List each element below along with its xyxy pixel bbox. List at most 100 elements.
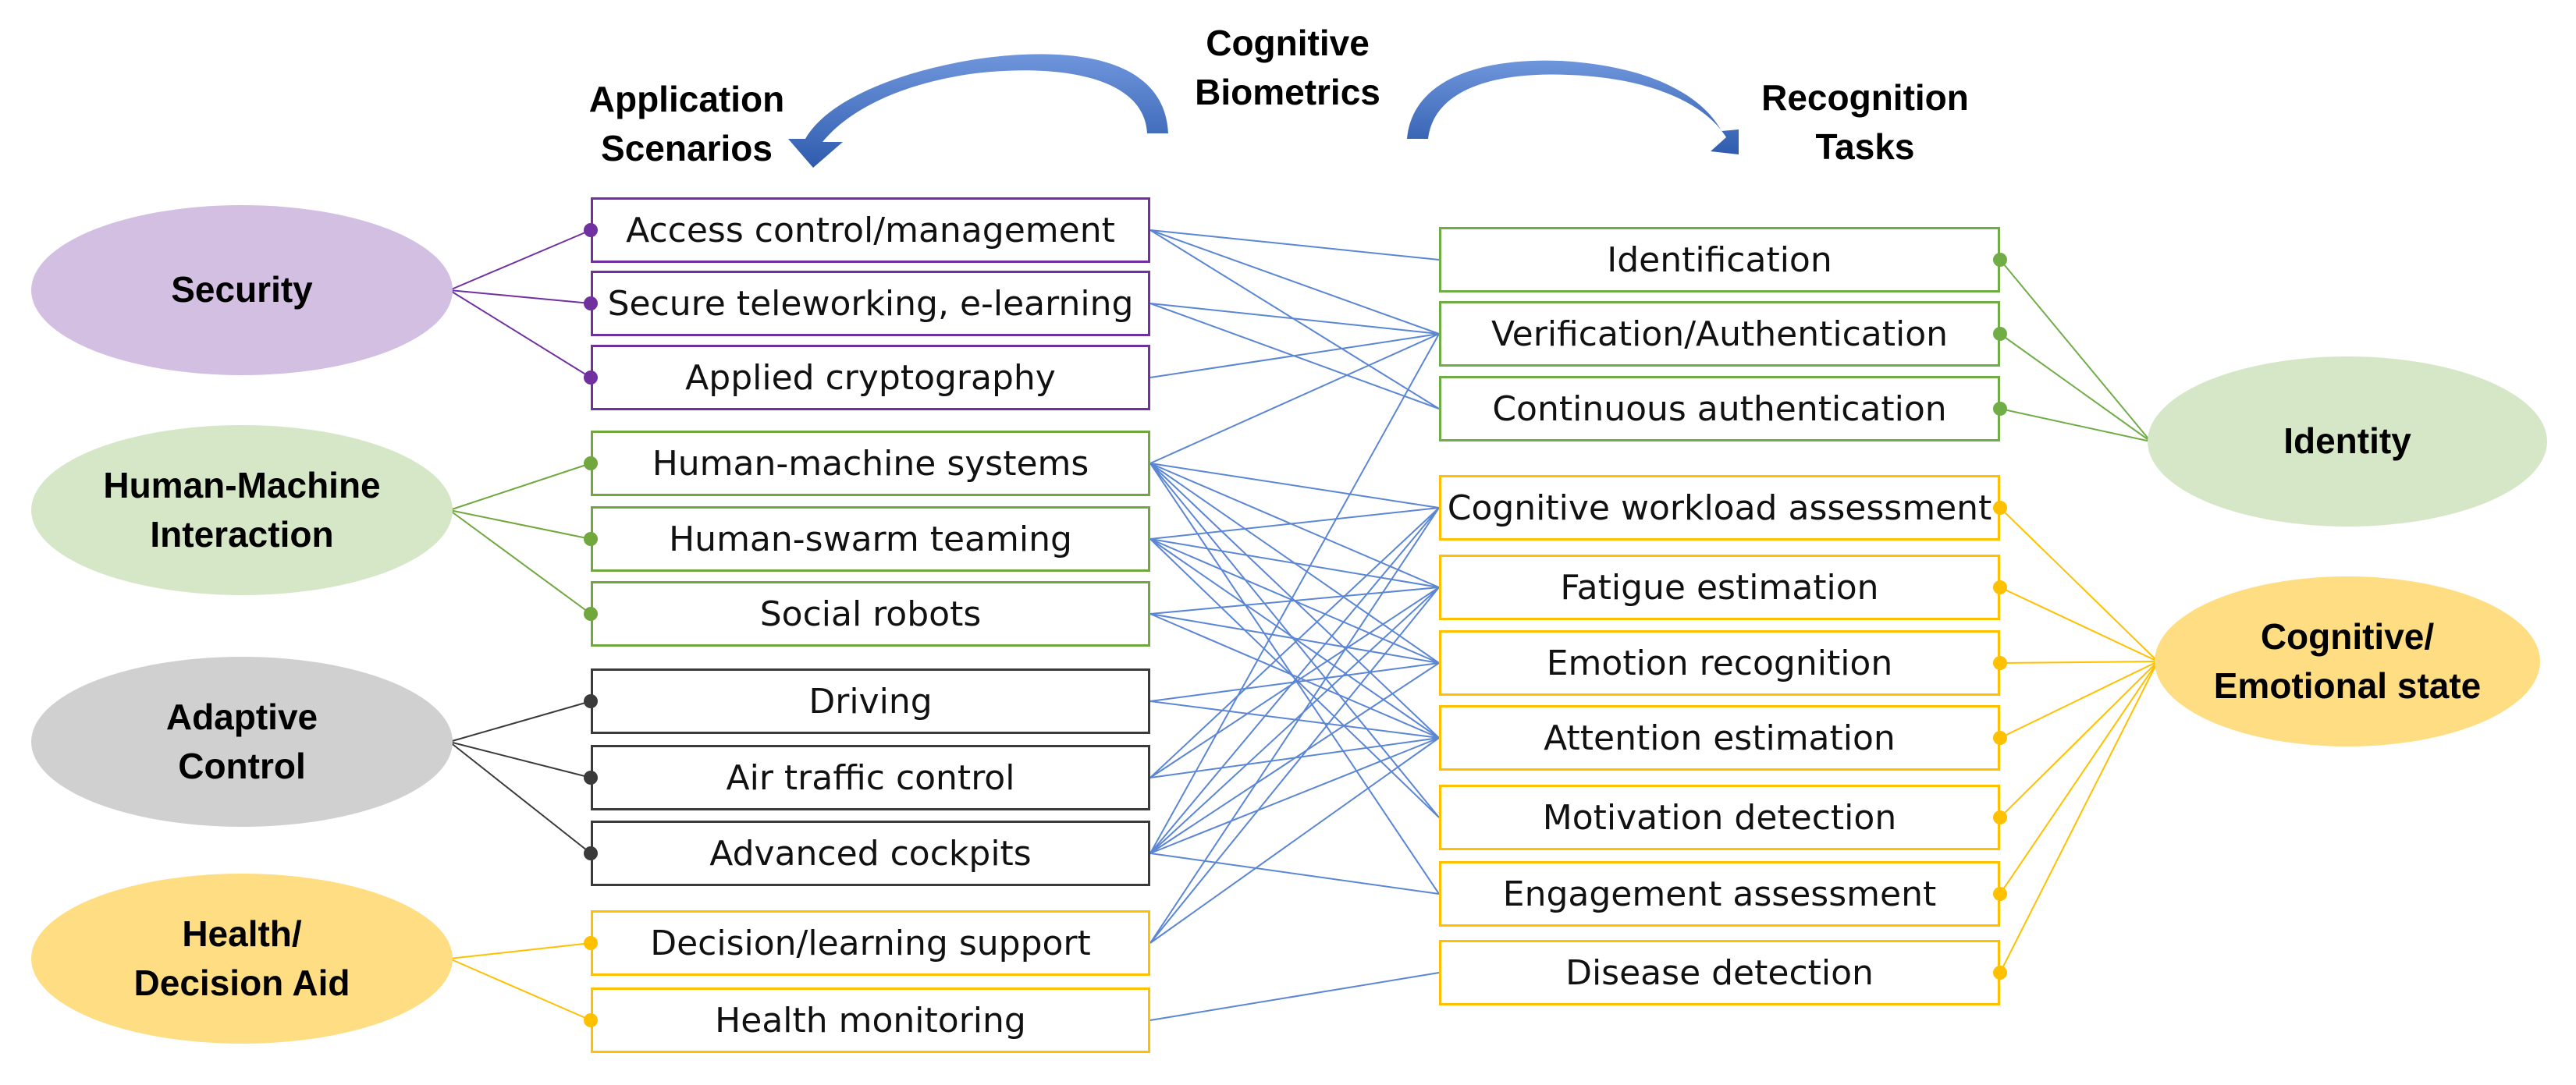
- scenario-dot: [584, 456, 598, 470]
- task-dot: [1993, 966, 2007, 980]
- category-ellipse-cognitive: Cognitive/Emotional state: [2155, 576, 2540, 746]
- category-link-line: [1999, 333, 2151, 442]
- link-line: [1149, 587, 1440, 944]
- category-ellipse-identity-line1: Identity: [2283, 420, 2411, 462]
- link-line: [1149, 303, 1440, 335]
- scenario-box-label: Advanced cockpits: [709, 833, 1032, 874]
- task-dot: [1993, 253, 2007, 267]
- left-heading-line1: Application: [588, 79, 785, 119]
- center-heading-line1: Cognitive: [1206, 23, 1370, 63]
- left-heading: Application Scenarios: [546, 75, 827, 174]
- scenario-dot: [584, 607, 598, 621]
- scenario-box: Human-machine systems: [591, 431, 1150, 496]
- category-link-line: [1999, 661, 2159, 973]
- scenario-dot: [584, 296, 598, 310]
- task-dot: [1993, 402, 2007, 416]
- task-box-label: Disease detection: [1565, 952, 1874, 993]
- link-line: [1149, 737, 1440, 854]
- category-ellipse-identity: Identity: [2148, 356, 2547, 527]
- task-box: Disease detection: [1439, 940, 2000, 1005]
- scenario-dot: [584, 532, 598, 546]
- scenario-box: Secure teleworking, e-learning: [591, 271, 1150, 336]
- link-line: [1149, 229, 1440, 335]
- task-box-label: Continuous authentication: [1492, 388, 1947, 429]
- category-link-line: [1999, 587, 2159, 662]
- link-line: [1149, 463, 1440, 588]
- link-line: [1149, 507, 1440, 540]
- right-heading-line1: Recognition: [1761, 77, 1969, 118]
- task-box: Emotion recognition: [1439, 630, 2000, 696]
- category-link-line: [1999, 507, 2159, 662]
- link-line: [1149, 662, 1440, 854]
- scenario-box-label: Driving: [808, 681, 933, 722]
- task-box: Identification: [1439, 227, 2000, 293]
- group-ellipse-health-line1: Health/: [182, 913, 302, 954]
- category-ellipse-cognitive-line1: Cognitive/: [2260, 615, 2435, 657]
- link-line: [1149, 613, 1440, 664]
- group-link-line: [449, 289, 592, 378]
- scenario-box: Health monitoring: [591, 987, 1150, 1053]
- link-line: [1149, 972, 1440, 1021]
- center-heading-line2: Biometrics: [1195, 72, 1380, 113]
- link-line: [1149, 463, 1440, 509]
- group-link-line: [449, 509, 592, 615]
- task-dot: [1993, 501, 2007, 515]
- scenario-box-label: Health monitoring: [715, 1000, 1026, 1041]
- right-heading-line2: Tasks: [1815, 126, 1915, 168]
- scenario-box: Applied cryptography: [591, 345, 1150, 410]
- group-ellipse-security-line1: Security: [171, 269, 313, 310]
- link-line: [1149, 737, 1440, 944]
- task-box-label: Motivation detection: [1542, 797, 1897, 838]
- group-link-line: [449, 741, 592, 778]
- scenario-dot: [584, 1013, 598, 1027]
- scenario-dot: [584, 771, 598, 785]
- category-link-line: [1999, 259, 2151, 442]
- link-line: [1149, 507, 1440, 778]
- task-dot: [1993, 580, 2007, 594]
- category-link-line: [1999, 661, 2159, 664]
- scenario-box-label: Social robots: [759, 594, 982, 634]
- group-link-line: [449, 700, 592, 743]
- scenario-box: Access control/management: [591, 197, 1150, 263]
- category-link-line: [1999, 661, 2159, 895]
- scenario-box: Human-swarm teaming: [591, 506, 1150, 572]
- task-box: Cognitive workload assessment: [1439, 475, 2000, 541]
- group-ellipse-hmi-line1: Human-Machine: [103, 464, 381, 505]
- scenario-box-label: Applied cryptography: [685, 357, 1056, 398]
- group-link-line: [449, 463, 592, 511]
- link-line: [1149, 229, 1440, 261]
- group-ellipse-adaptive-line1: Adaptive: [165, 696, 318, 737]
- link-line: [1149, 538, 1440, 818]
- category-ellipse-cognitive-line2: Emotional state: [2213, 665, 2482, 706]
- task-box: Verification/Authentication: [1439, 301, 2000, 367]
- link-lines: [449, 229, 2159, 1021]
- category-link-line: [1999, 661, 2159, 818]
- link-line: [1149, 333, 1440, 854]
- task-box: Engagement assessment: [1439, 861, 2000, 927]
- group-link-line: [449, 741, 592, 854]
- task-dot: [1993, 731, 2007, 745]
- task-box: Fatigue estimation: [1439, 555, 2000, 620]
- scenario-dot: [584, 846, 598, 860]
- link-line: [1149, 613, 1440, 739]
- scenario-dot: [584, 694, 598, 708]
- task-box: Motivation detection: [1439, 785, 2000, 850]
- task-dot: [1993, 656, 2007, 670]
- link-line: [1149, 333, 1440, 378]
- category-link-line: [1999, 408, 2151, 442]
- task-box-label: Attention estimation: [1544, 718, 1896, 758]
- center-heading: Cognitive Biometrics: [1155, 19, 1420, 118]
- task-box: Attention estimation: [1439, 705, 2000, 771]
- scenario-box-label: Access control/management: [626, 210, 1115, 250]
- group-ellipse-health-line2: Decision Aid: [133, 963, 350, 1003]
- task-box-label: Engagement assessment: [1502, 874, 1937, 914]
- task-box-label: Cognitive workload assessment: [1447, 488, 1992, 528]
- group-link-line: [449, 229, 592, 291]
- scenario-dot: [584, 936, 598, 950]
- link-line: [1149, 587, 1440, 615]
- right-heading: Recognition Tasks: [1725, 73, 2006, 172]
